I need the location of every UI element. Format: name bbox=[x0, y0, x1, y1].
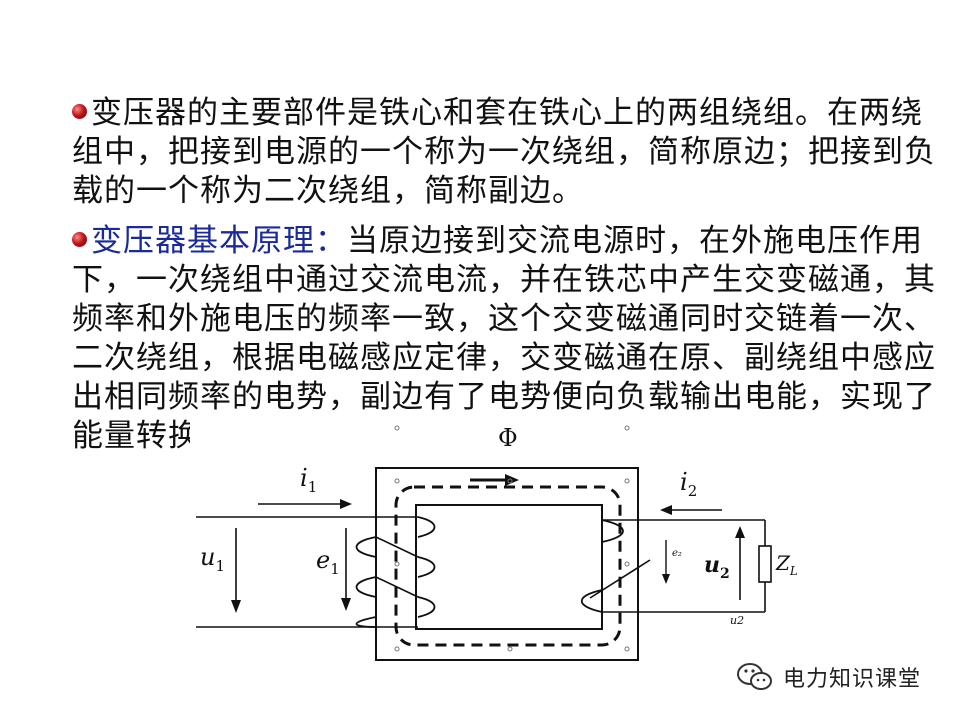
primary-winding bbox=[355, 516, 436, 628]
secondary-winding-cross bbox=[589, 559, 651, 599]
bullet-icon bbox=[72, 232, 87, 247]
wechat-icon bbox=[737, 663, 772, 690]
principle-label: 变压器基本原理： bbox=[91, 223, 347, 259]
core-outer bbox=[375, 467, 639, 661]
i2-arrow-head bbox=[660, 505, 672, 515]
paragraph-principle: 变压器基本原理：当原边接到交流电源时，在外施电压作用下，一次绕组中通过交流电流，… bbox=[72, 222, 942, 456]
e2-label: e₂ bbox=[672, 548, 682, 559]
primary-winding-cross-1 bbox=[375, 536, 419, 558]
i1-label: i1 bbox=[300, 464, 317, 496]
u2-small-label: u2 bbox=[730, 614, 744, 627]
decor-dots bbox=[394, 425, 630, 652]
u2-label: u2 bbox=[704, 552, 730, 582]
u2-arrow-head bbox=[735, 526, 745, 538]
secondary-winding bbox=[581, 519, 624, 613]
paragraph-main-parts-text: 变压器的主要部件是铁心和套在铁心上的两组绕组。在两绕组中，把接到电源的一个称为一… bbox=[72, 95, 936, 209]
load-resistor bbox=[758, 545, 772, 583]
u1-arrow-head bbox=[231, 600, 241, 613]
e2-arrow-head bbox=[662, 574, 670, 584]
e1-arrow-head bbox=[341, 598, 351, 611]
watermark: 电力知识课堂 bbox=[735, 660, 921, 694]
u1-label: u1 bbox=[200, 543, 225, 575]
primary-winding-cross-2 bbox=[375, 576, 419, 598]
flux-path bbox=[394, 485, 622, 647]
paragraph-principle-text: 当原边接到交流电源时，在外施电压作用下，一次绕组中通过交流电流，并在铁芯中产生交… bbox=[72, 223, 936, 454]
zl-label: ZL bbox=[775, 551, 798, 578]
flux-label: Φ bbox=[498, 424, 518, 452]
watermark-text: 电力知识课堂 bbox=[783, 667, 922, 692]
e1-label: e1 bbox=[316, 546, 340, 578]
paragraph-main-parts: 变压器的主要部件是铁心和套在铁心上的两组绕组。在两绕组中，把接到电源的一个称为一… bbox=[72, 94, 942, 211]
core-inner bbox=[415, 504, 603, 630]
i1-arrow-head bbox=[340, 499, 352, 509]
bullet-icon bbox=[72, 104, 87, 119]
i2-label: i2 bbox=[680, 468, 697, 500]
